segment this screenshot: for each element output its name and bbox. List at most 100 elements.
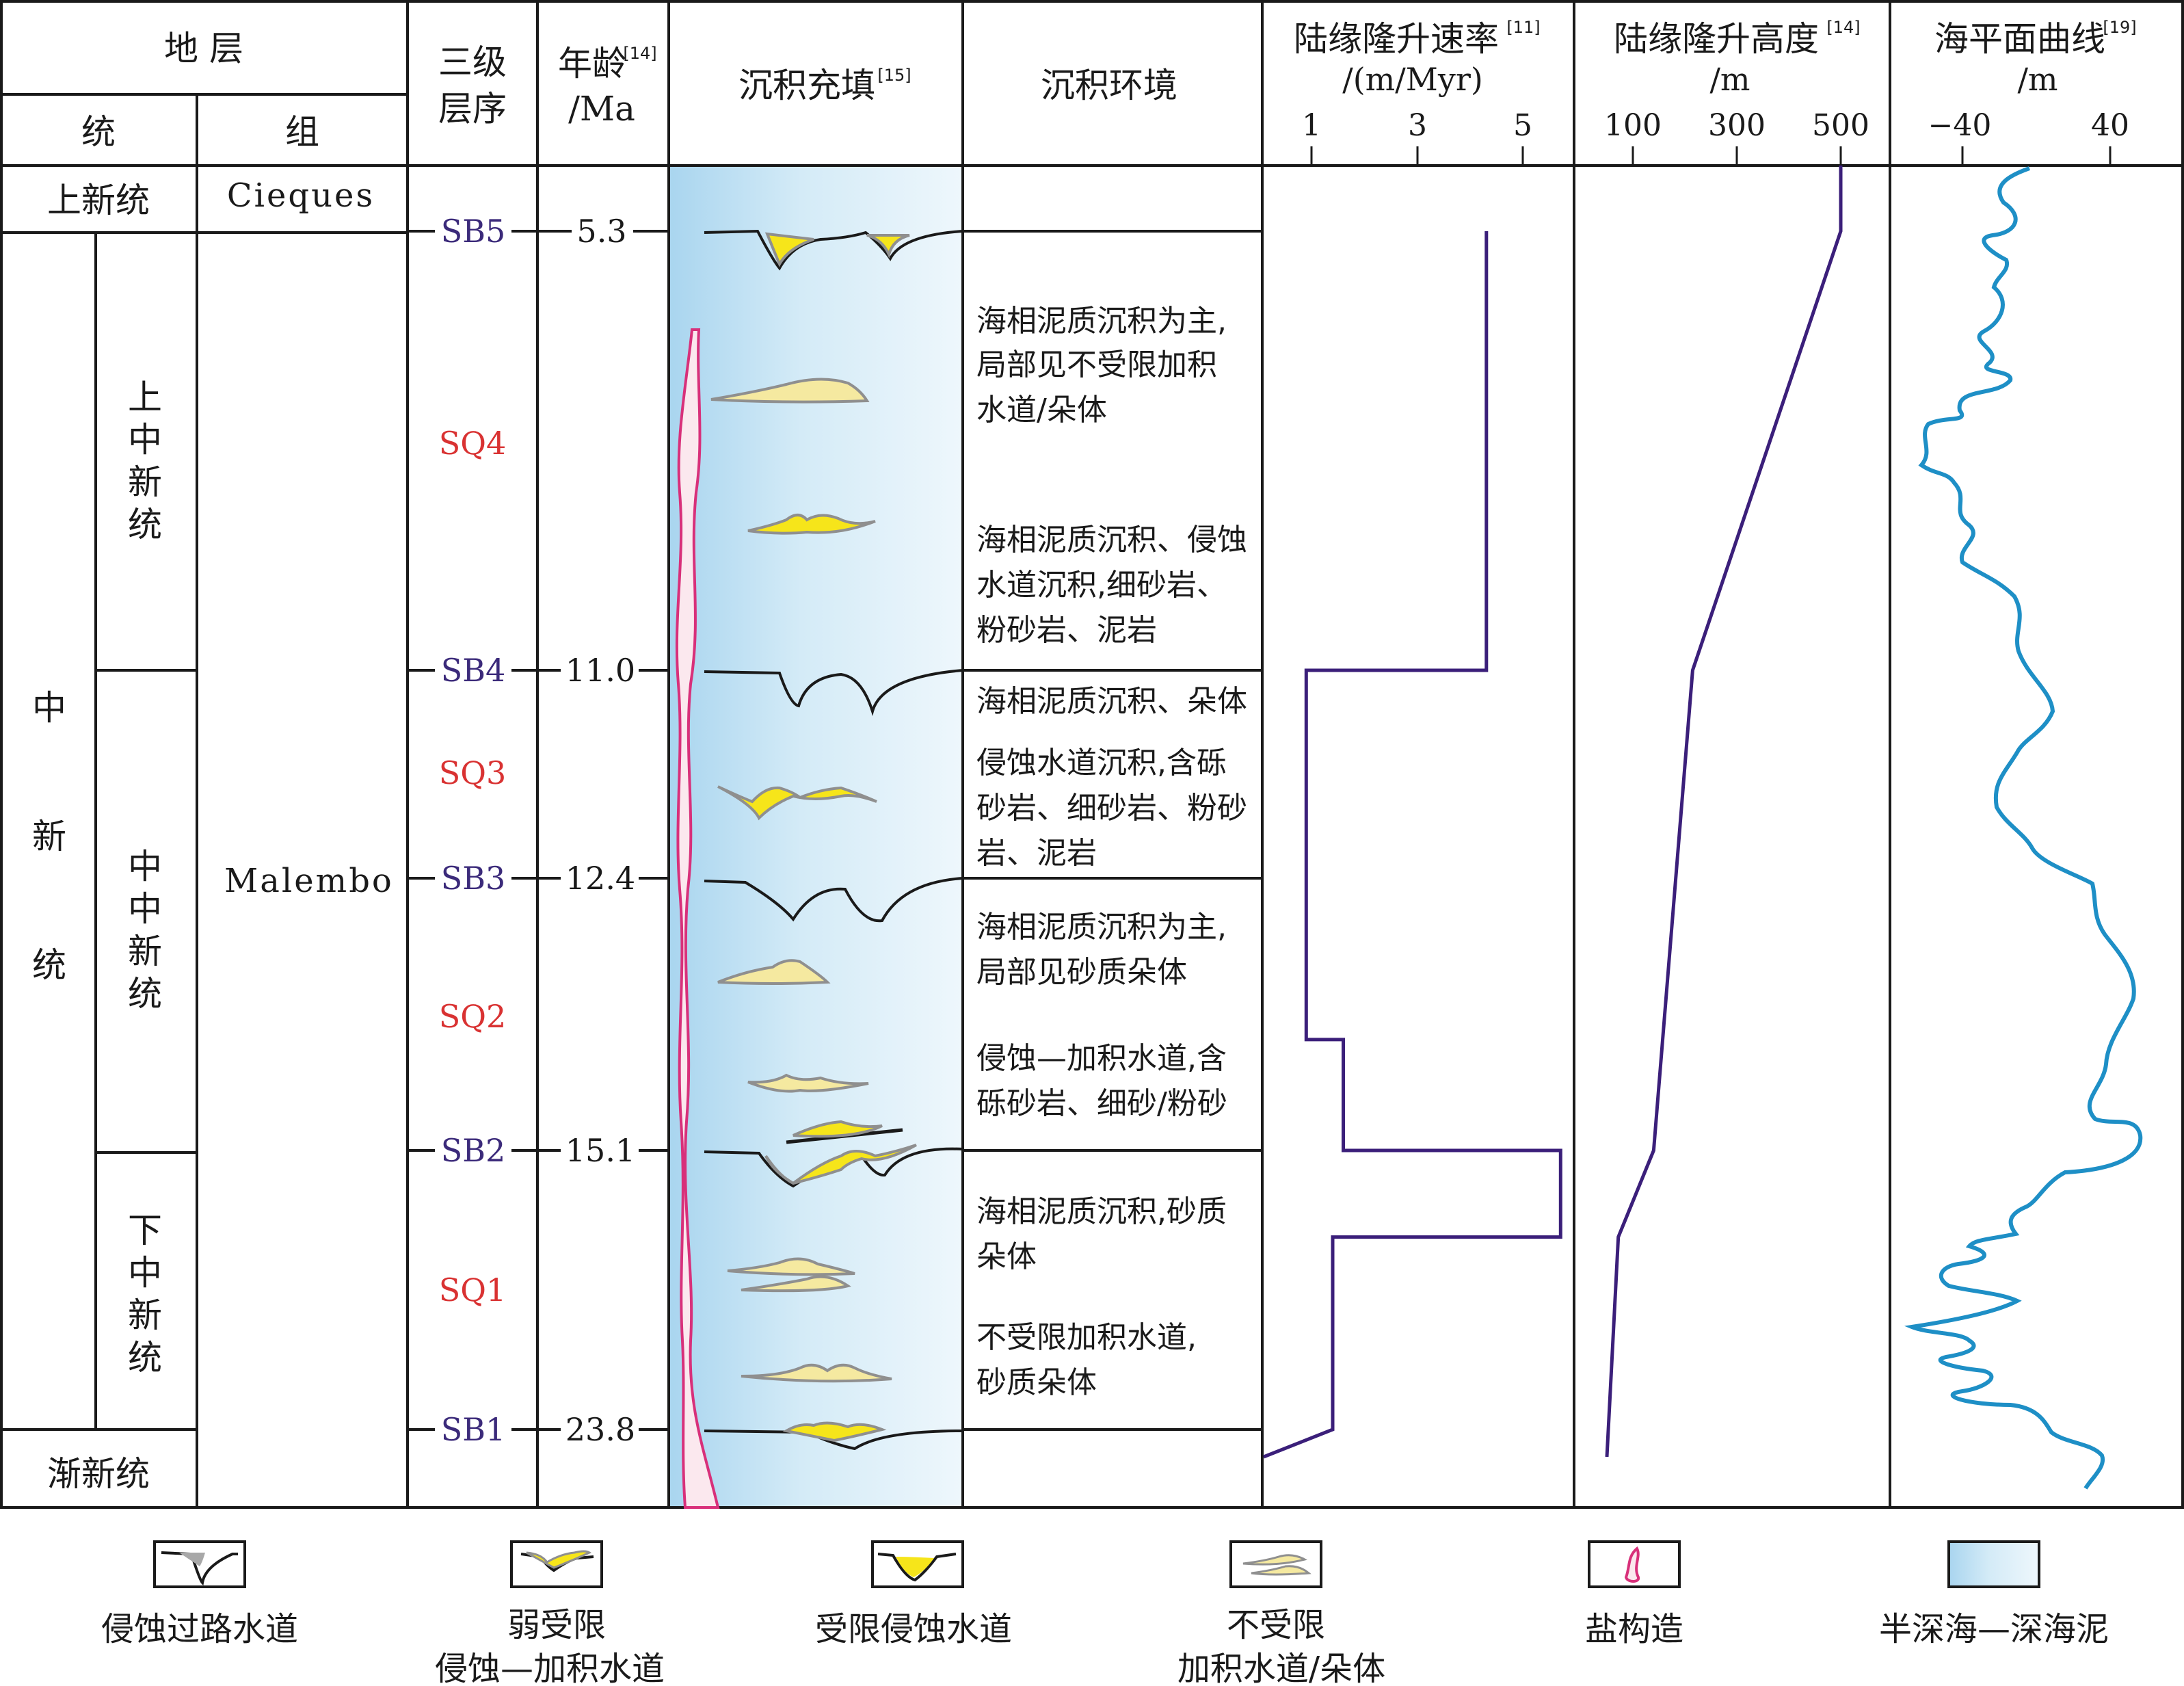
boundary-sb2: SB2 15.1	[408, 1132, 669, 1169]
env-3-line1: 海相泥质沉积、朵体	[976, 684, 1247, 719]
header-fill-ref: [15]	[877, 66, 911, 85]
table-grid	[0, 0, 2184, 1509]
env-2-line2: 水道沉积,细砂岩、	[976, 568, 1227, 603]
sb5-label: SB5	[441, 213, 506, 250]
series-miocene-2: 新	[32, 817, 66, 856]
rate-tick-5: 5	[1513, 108, 1532, 143]
header-formation: 组	[285, 112, 319, 152]
sq1-label: SQ1	[439, 1272, 507, 1308]
axis-rate: 1 3 5	[1262, 108, 1574, 167]
series-lower-4: 统	[128, 1338, 162, 1378]
rate-tick-1: 1	[1302, 108, 1321, 143]
formation-malembo: Malembo	[224, 862, 394, 900]
env-6-line1: 侵蚀—加积水道,含	[976, 1041, 1227, 1076]
salt-structure-icon	[1624, 1546, 1640, 1583]
header-sea-1: 海平面曲线	[1934, 19, 2105, 59]
header-rate-2: /(m/Myr)	[1342, 61, 1483, 98]
boundary-sb5: SB5 5.3	[408, 213, 669, 250]
header-rate-ref: [11]	[1506, 18, 1540, 37]
series-lower-2: 中	[128, 1253, 162, 1293]
env-4-line3: 岩、泥岩	[976, 836, 1097, 871]
sq4-lobe-2	[747, 514, 876, 535]
sb2-label: SB2	[441, 1132, 506, 1169]
series-miocene-3: 统	[32, 945, 66, 985]
env-7-line2: 朵体	[976, 1239, 1037, 1274]
series-oligocene: 渐新统	[47, 1454, 150, 1494]
sq4-label: SQ4	[439, 425, 507, 462]
legend-item-1: 侵蚀过路水道	[101, 1540, 298, 1648]
env-7-line1: 海相泥质沉积,砂质	[976, 1194, 1227, 1229]
environment-texts: 海相泥质沉积为主, 局部见不受限加积 水道/朵体 海相泥质沉积、侵蚀 水道沉积,…	[976, 304, 1247, 1400]
boundary-sb3: SB3 12.4	[408, 860, 669, 897]
series-middle-2: 中	[128, 889, 162, 929]
env-5-line2: 局部见砂质朵体	[976, 955, 1187, 990]
header-age-1: 年龄	[558, 44, 626, 83]
axis-sea: −40 40	[1928, 108, 2129, 166]
sb1-channel-fill	[782, 1421, 887, 1443]
height-tick-500: 500	[1812, 108, 1869, 143]
unconfined-channel-lobe-icon	[1242, 1554, 1311, 1576]
rate-tick-3: 3	[1408, 108, 1427, 143]
header-age-2: /Ma	[568, 89, 635, 129]
legend-label-2b: 侵蚀—加积水道	[435, 1650, 665, 1686]
env-6-line2: 砾砂岩、细砂/粉砂	[976, 1086, 1227, 1121]
sea-tick-40: 40	[2091, 108, 2129, 143]
uplift-height-curve	[1605, 166, 1843, 1458]
header-height-ref: [14]	[1826, 18, 1860, 37]
sq2-lobe-1	[717, 959, 831, 985]
legend-item-6: 半深海—深海泥	[1879, 1540, 2109, 1648]
env-8-line2: 砂质朵体	[976, 1365, 1097, 1400]
sq1-lobe-1	[727, 1257, 855, 1276]
series-upper-1: 上	[128, 378, 162, 417]
hemipelagic-mud-icon	[1947, 1540, 2040, 1588]
series-middle-4: 统	[128, 974, 162, 1014]
sb3-age: 12.4	[565, 860, 635, 897]
header-sea-2: /m	[2017, 61, 2058, 98]
header-height-2: /m	[1709, 61, 1750, 98]
formation-labels: Cieques Malembo	[224, 176, 394, 900]
sq2-label: SQ2	[439, 998, 507, 1035]
header: 地 层 统 组 三级 层序 年龄 [14] /Ma 沉积充填 [15] 沉积环境…	[81, 18, 2137, 152]
legend-label-4a: 不受限	[1227, 1606, 1325, 1644]
series-middle-1: 中	[128, 847, 162, 886]
env-1-line3: 水道/朵体	[976, 393, 1107, 427]
series-upper-4: 统	[128, 505, 162, 544]
series-lower-3: 新	[128, 1295, 162, 1335]
series-labels: 上新统 中 新 统 上 中 新 统 中 中 新 统 下 中 新 统 渐新统	[32, 181, 162, 1494]
series-pliocene: 上新统	[47, 181, 150, 220]
header-sequence-2: 层序	[438, 89, 507, 129]
sq1-lobe-2	[741, 1275, 851, 1293]
sequence-labels: SQ4 SQ3 SQ2 SQ1	[439, 425, 507, 1308]
legend-item-2: 弱受限 侵蚀—加积水道	[435, 1540, 665, 1686]
series-upper-2: 中	[128, 420, 162, 460]
height-tick-300: 300	[1708, 108, 1766, 143]
series-lower-1: 下	[128, 1211, 162, 1250]
header-fill: 沉积充填	[738, 66, 875, 105]
sb4-age: 11.0	[565, 652, 635, 689]
sb3-label: SB3	[441, 860, 506, 897]
height-tick-100: 100	[1604, 108, 1662, 143]
env-4-line1: 侵蚀水道沉积,含砾	[976, 746, 1227, 780]
sb1-label: SB1	[441, 1411, 506, 1448]
header-height-1: 陆缘隆升高度	[1614, 19, 1819, 59]
legend-label-4b: 加积水道/朵体	[1177, 1650, 1385, 1686]
env-8-line1: 不受限加积水道,	[976, 1320, 1197, 1355]
legend: 侵蚀过路水道 弱受限 侵蚀—加积水道 受限侵蚀水道 不受限 加积水道/朵体 盐构…	[101, 1540, 2109, 1686]
legend-label-5: 盐构造	[1585, 1610, 1683, 1648]
header-series: 统	[81, 112, 116, 152]
legend-label-3: 受限侵蚀水道	[815, 1610, 1012, 1648]
formation-cieques: Cieques	[227, 176, 375, 215]
series-miocene-1: 中	[32, 688, 66, 728]
sb1-age: 23.8	[565, 1411, 635, 1448]
sq2-lobe-2	[747, 1073, 869, 1093]
legend-label-6: 半深海—深海泥	[1879, 1610, 2109, 1648]
sb4-label: SB4	[441, 652, 506, 689]
sb2-age: 15.1	[565, 1132, 635, 1169]
sand-bodies	[710, 232, 917, 1443]
legend-label-2a: 弱受限	[507, 1606, 606, 1644]
env-1-line1: 海相泥质沉积为主,	[976, 304, 1227, 339]
sq1-lobe-3	[741, 1363, 892, 1383]
legend-item-4: 不受限 加积水道/朵体	[1177, 1540, 1385, 1686]
boundary-sb1: SB1 23.8	[408, 1411, 669, 1448]
